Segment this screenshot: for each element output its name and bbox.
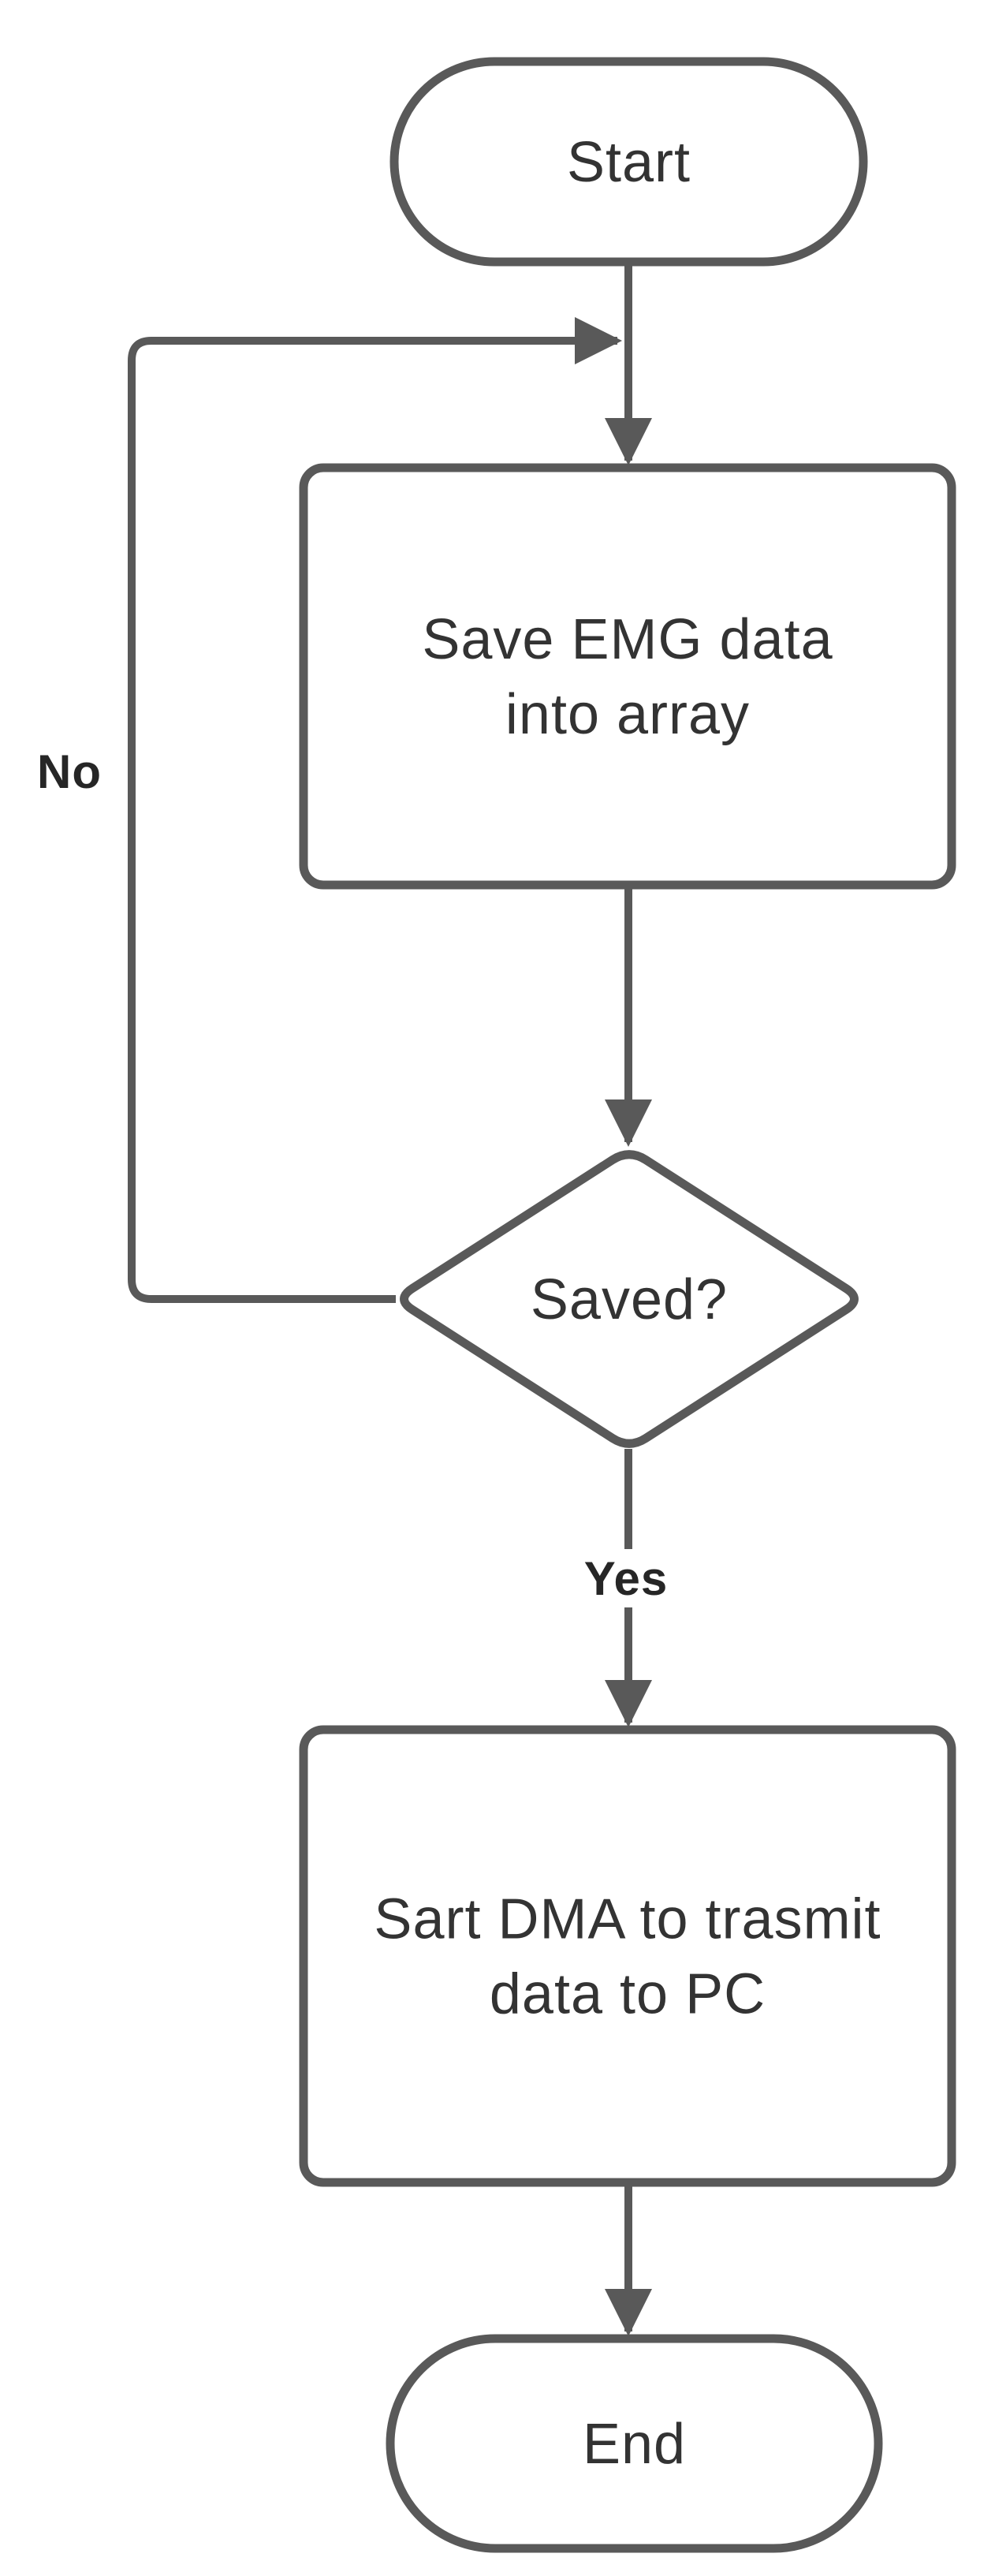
edge-no-loop xyxy=(128,317,622,1303)
start-node xyxy=(389,57,868,267)
start-dma-node xyxy=(299,1725,956,2187)
start-node-label: Start xyxy=(567,131,691,194)
saved-decision-node-label: Saved? xyxy=(531,1268,728,1331)
save-emg-data-node xyxy=(299,463,956,890)
edge-label-yes-backdrop xyxy=(569,1549,684,1607)
edge-label-no: No xyxy=(37,745,102,798)
start-dma-node-label: Sart DMA to trasmit xyxy=(374,1888,881,1951)
end-node-label: End xyxy=(583,2413,686,2476)
start-dma-node-label: data to PC xyxy=(490,1963,766,2026)
save-emg-data-node-label: Save EMG data xyxy=(422,608,833,671)
edge-label-yes: Yes xyxy=(584,1552,668,1605)
saved-decision-node xyxy=(400,1150,859,1448)
save-emg-data-node-label: into array xyxy=(505,683,750,746)
end-node xyxy=(386,2334,883,2553)
